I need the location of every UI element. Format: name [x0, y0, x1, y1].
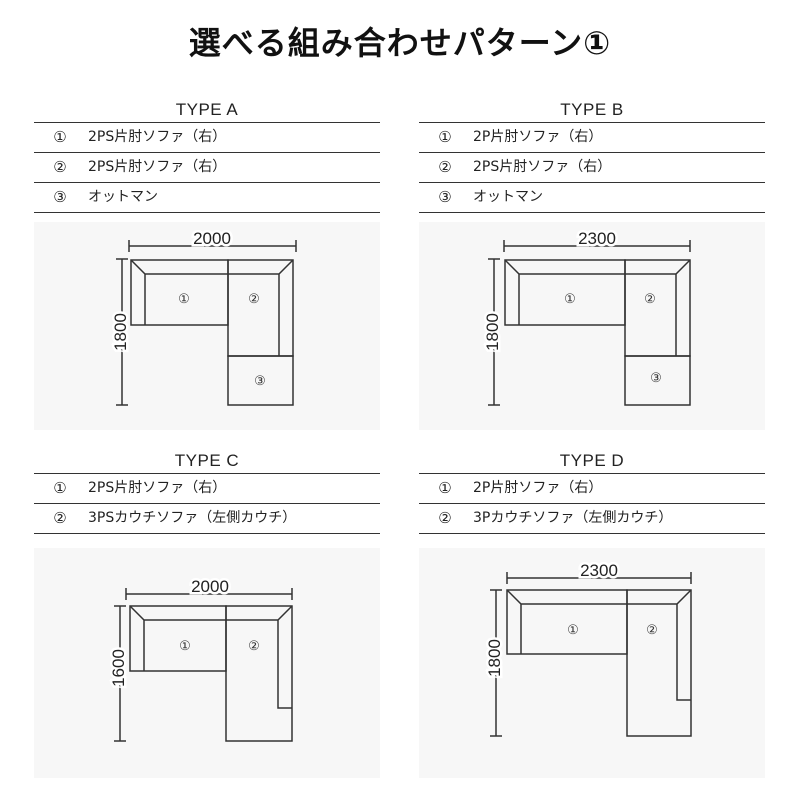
piece-label: ②: [646, 622, 658, 637]
width-dimension-label: 2000: [191, 577, 229, 596]
piece-label: ③: [650, 370, 662, 385]
item-number: ②: [53, 509, 67, 527]
type-label: TYPE B: [560, 100, 624, 119]
width-dimension-label: 2000: [193, 229, 231, 248]
component-list: ① 2P片肘ソファ（右） ② 2PS片肘ソファ（右） ③ オットマン: [419, 122, 765, 213]
list-item: ③ オットマン: [419, 183, 765, 213]
item-text: 3Pカウチソファ（左側カウチ）: [473, 510, 673, 526]
component-list: ① 2P片肘ソファ（右） ② 3Pカウチソファ（左側カウチ）: [419, 473, 765, 534]
list-item: ③ オットマン: [34, 183, 380, 213]
type-label: TYPE C: [174, 451, 240, 470]
item-text: 2PS片肘ソファ（右）: [88, 480, 227, 496]
type-label: TYPE A: [175, 100, 239, 119]
panel-type-d: TYPE D ① 2P片肘ソファ（右） ② 3Pカウチソファ（左側カウチ）: [419, 449, 765, 534]
piece-label: ②: [644, 291, 656, 306]
height-dimension-label: 1800: [483, 313, 502, 351]
piece-label: ①: [564, 291, 576, 306]
layout-diagram-type-c: 2000 1600 ① ②: [34, 548, 380, 778]
list-item: ① 2PS片肘ソファ（右）: [34, 474, 380, 504]
item-number: ①: [53, 128, 67, 146]
layout-diagram-type-d: 2300 1800 ① ②: [419, 548, 765, 778]
item-text: 2PS片肘ソファ（右）: [473, 159, 612, 175]
layout-diagram-type-a: 2000 1800 ① ② ③: [34, 222, 380, 430]
piece-label: ②: [248, 291, 260, 306]
item-number: ③: [438, 188, 452, 206]
panel-type-a: TYPE A ① 2PS片肘ソファ（右） ② 2PS片肘ソファ（右） ③ オット…: [34, 98, 380, 213]
list-item: ① 2P片肘ソファ（右）: [419, 474, 765, 504]
couch-piece-2: [626, 589, 692, 737]
item-number: ②: [53, 158, 67, 176]
height-dimension-label: 1800: [485, 639, 504, 677]
item-text: オットマン: [88, 189, 158, 205]
item-text: 2PS片肘ソファ（右）: [88, 129, 227, 145]
panel-type-c: TYPE C ① 2PS片肘ソファ（右） ② 3PSカウチソファ（左側カウチ）: [34, 449, 380, 534]
width-dimension-label: 2300: [580, 561, 618, 580]
item-text: 2P片肘ソファ（右）: [473, 480, 603, 496]
item-number: ②: [438, 158, 452, 176]
item-number: ①: [438, 479, 452, 497]
sofa-layout-svg: 2300 1800 ① ② ③: [481, 227, 691, 406]
sofa-layout-svg: 2000 1600 ① ②: [107, 575, 293, 742]
list-item: ② 2PS片肘ソファ（右）: [419, 153, 765, 183]
item-number: ②: [438, 509, 452, 527]
sofa-layout-svg: 2000 1800 ① ② ③: [109, 227, 297, 406]
item-text: 3PSカウチソファ（左側カウチ）: [88, 510, 297, 526]
item-number: ③: [53, 188, 67, 206]
list-item: ① 2P片肘ソファ（右）: [419, 123, 765, 153]
list-item: ② 3PSカウチソファ（左側カウチ）: [34, 504, 380, 534]
ottoman-piece-3: [624, 355, 691, 406]
ottoman-piece-3: [227, 355, 294, 406]
item-text: 2P片肘ソファ（右）: [473, 129, 603, 145]
component-list: ① 2PS片肘ソファ（右） ② 3PSカウチソファ（左側カウチ）: [34, 473, 380, 534]
layout-diagram-type-b: 2300 1800 ① ② ③: [419, 222, 765, 430]
page-title: 選べる組み合わせパターン①: [188, 24, 612, 62]
height-dimension-label: 1800: [111, 313, 130, 351]
piece-label: ③: [254, 373, 266, 388]
couch-piece-2: [225, 605, 293, 742]
width-dimension-label: 2300: [578, 229, 616, 248]
piece-label: ①: [178, 291, 190, 306]
list-item: ① 2PS片肘ソファ（右）: [34, 123, 380, 153]
item-number: ①: [53, 479, 67, 497]
height-dimension-label: 1600: [109, 649, 128, 687]
list-item: ② 2PS片肘ソファ（右）: [34, 153, 380, 183]
piece-label: ①: [567, 622, 579, 637]
type-label: TYPE D: [559, 451, 625, 470]
piece-label: ①: [179, 638, 191, 653]
component-list: ① 2PS片肘ソファ（右） ② 2PS片肘ソファ（右） ③ オットマン: [34, 122, 380, 213]
panel-type-b: TYPE B ① 2P片肘ソファ（右） ② 2PS片肘ソファ（右） ③ オットマ…: [419, 98, 765, 213]
piece-label: ②: [248, 638, 260, 653]
list-item: ② 3Pカウチソファ（左側カウチ）: [419, 504, 765, 534]
item-text: オットマン: [473, 189, 543, 205]
item-number: ①: [438, 128, 452, 146]
sofa-layout-svg: 2300 1800 ① ②: [483, 559, 692, 737]
item-text: 2PS片肘ソファ（右）: [88, 159, 227, 175]
